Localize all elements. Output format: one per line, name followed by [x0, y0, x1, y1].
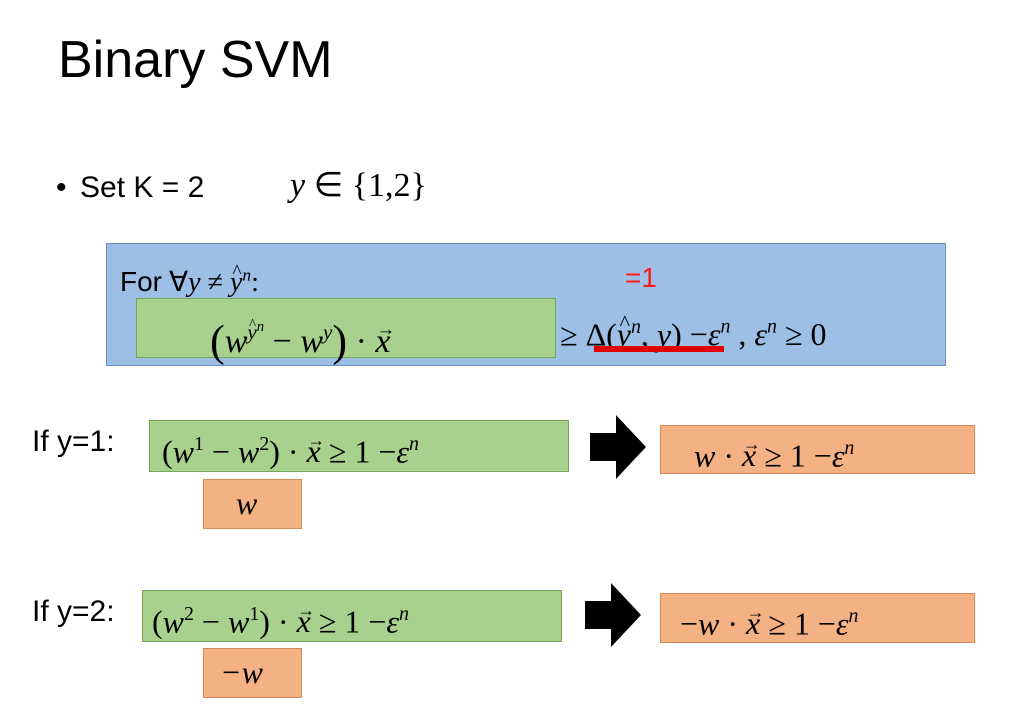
- for-label: For: [120, 265, 162, 297]
- right-arrow-icon: [585, 583, 641, 647]
- case1-green-expr: (w1 − w2) · x ≥ 1 −εn: [162, 415, 419, 476]
- geq-symbol: ≥: [560, 316, 578, 353]
- bullet-text: Set K = 2: [80, 171, 205, 204]
- slack-term: −εn , εn ≥ 0: [689, 316, 827, 353]
- bullet-item: • Set K = 2: [56, 168, 204, 208]
- delta-underline: [594, 346, 724, 352]
- case2-label: If y=2:: [32, 595, 115, 628]
- case2-salmon-expr: −w · x ≥ 1 −εn: [680, 588, 858, 647]
- for-all-math: ∀y ≠ yn:: [169, 256, 259, 298]
- case2-green-box: [142, 590, 562, 642]
- constraint-rhs: ≥ Δ(yn, y) −εn , εn ≥ 0: [560, 301, 827, 356]
- case1-label: If y=1:: [32, 425, 115, 458]
- case1-substitution-box: [203, 479, 302, 529]
- case1-substitution: w: [236, 485, 258, 521]
- slide-title: Binary SVM: [58, 31, 333, 89]
- bullet-dot: •: [56, 171, 67, 204]
- case2-substitution-box: [203, 648, 302, 698]
- case1-salmon-box: [660, 425, 975, 474]
- case1-green-box: [149, 420, 569, 472]
- right-arrow-icon: [590, 415, 646, 479]
- bullet-math: y ∈ {1,2}: [290, 167, 427, 204]
- green-constraint-expr: (wyn − wy) · x: [210, 298, 395, 369]
- green-constraint-box: [136, 298, 556, 358]
- delta-annotation: =1: [625, 262, 657, 293]
- for-all-line: For ∀y ≠ yn:: [120, 256, 259, 300]
- case2-green-expr: (w2 − w1) · x ≥ 1 −εn: [152, 585, 409, 646]
- case2-salmon-box: [660, 593, 975, 643]
- case1-salmon-expr: w · x ≥ 1 −εn: [694, 420, 854, 479]
- case2-substitution: −w: [220, 654, 263, 690]
